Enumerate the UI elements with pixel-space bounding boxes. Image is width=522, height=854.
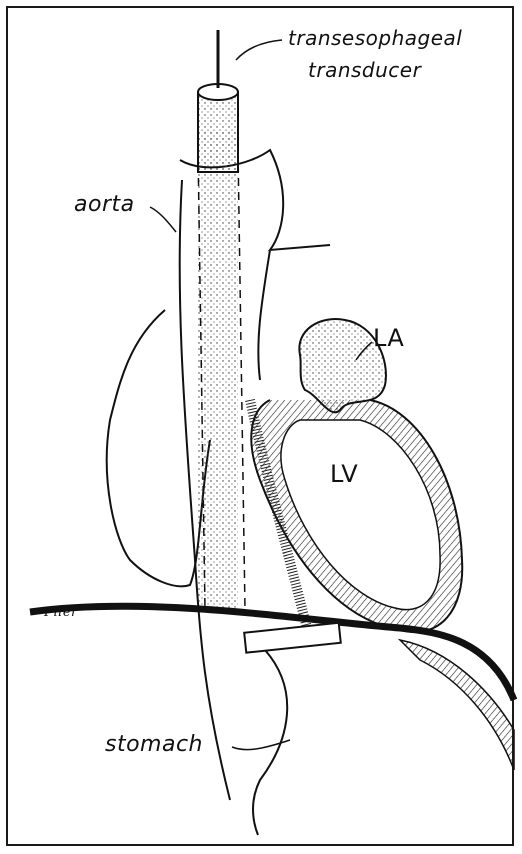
la-label: LA <box>373 324 404 352</box>
signature: Filer <box>44 605 78 620</box>
probe-shaft <box>198 130 238 610</box>
transducer-cylinder <box>198 92 238 172</box>
lv-label: LV <box>330 460 358 488</box>
aorta-label: aorta <box>74 192 135 217</box>
transducer-leader <box>236 40 282 60</box>
probe-tip <box>244 623 341 653</box>
diaphragm-hatching <box>400 640 514 770</box>
aorta-leader <box>150 207 176 232</box>
stomach-label: stomach <box>105 732 203 757</box>
transducer-label-line1: transesophageal <box>288 26 462 50</box>
transducer-label-line2: transducer <box>308 58 421 82</box>
probe-edge-right <box>238 150 245 610</box>
